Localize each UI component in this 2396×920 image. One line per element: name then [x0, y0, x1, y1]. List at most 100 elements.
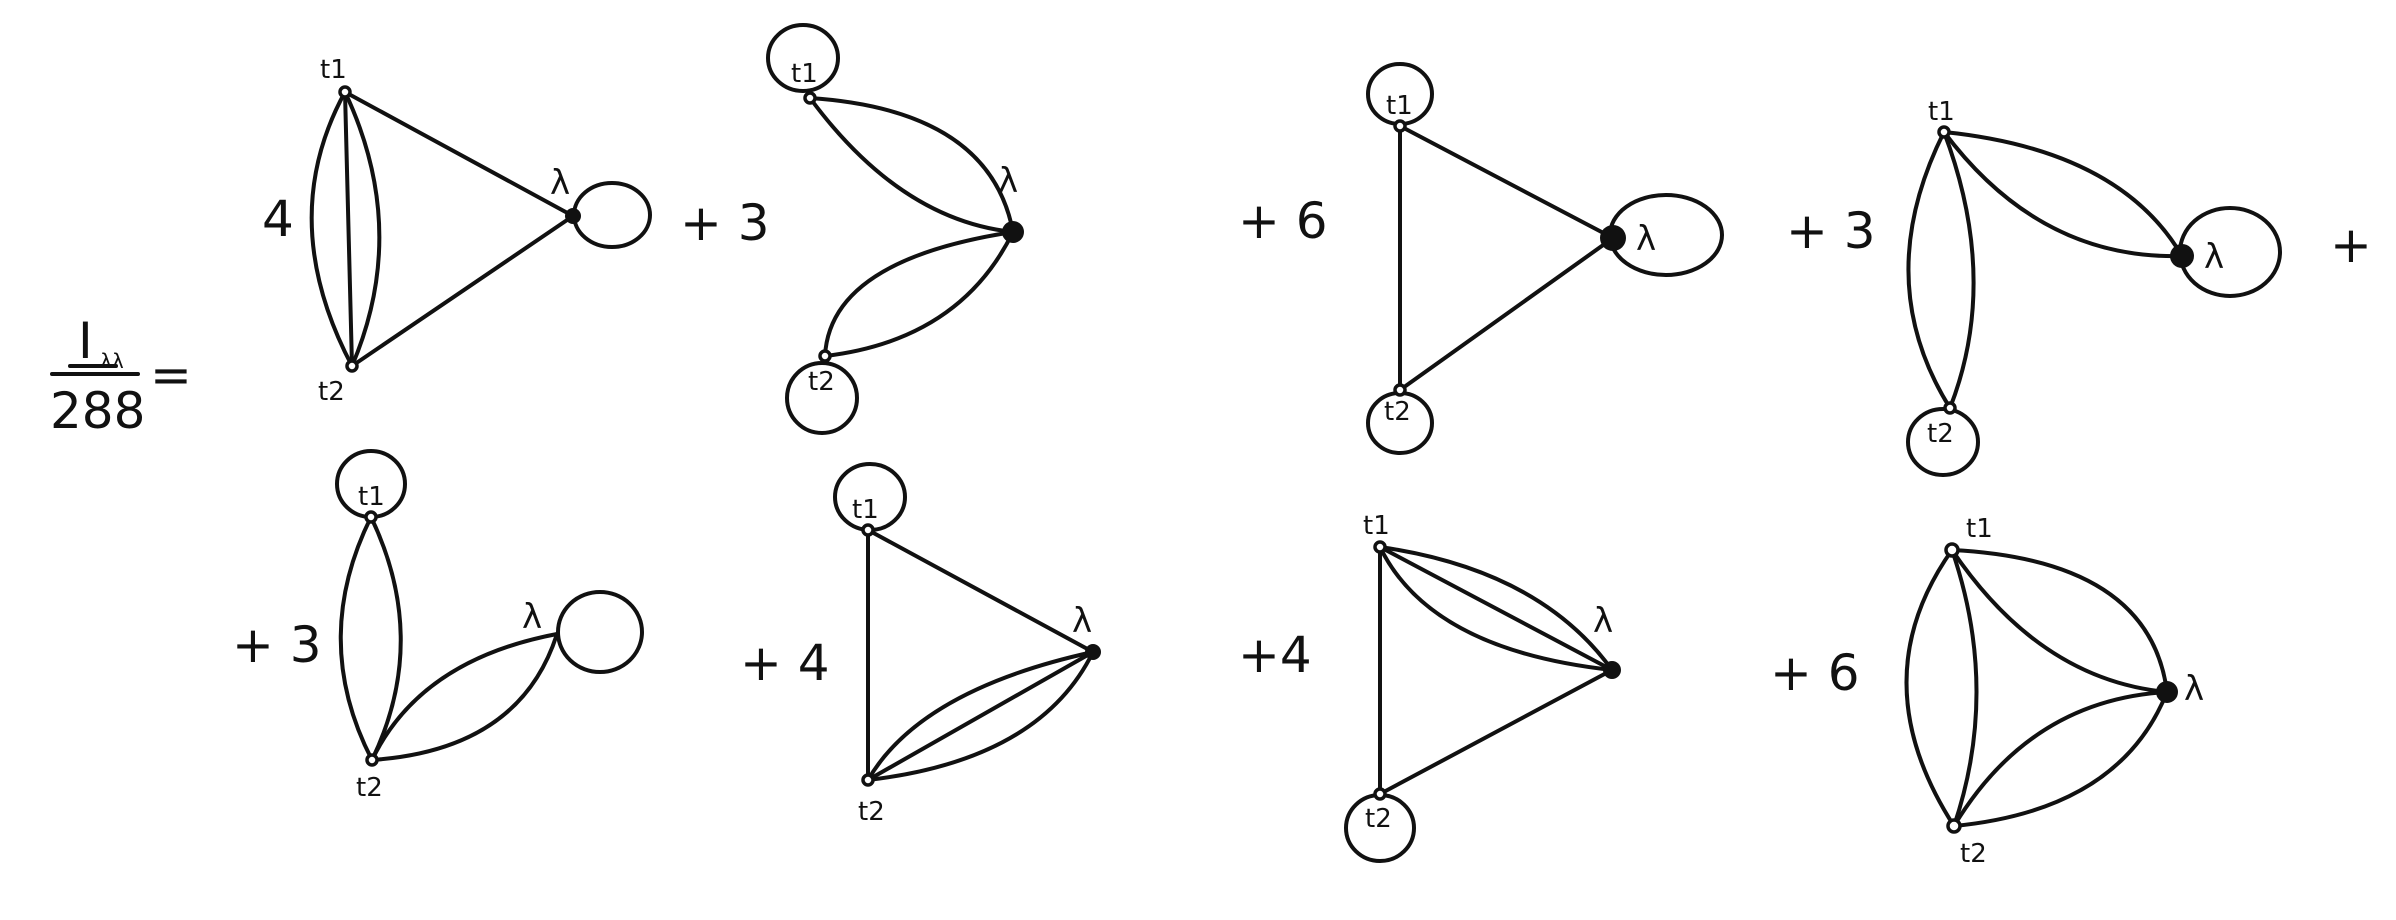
- external-point-t1: [803, 91, 817, 105]
- external-point-t1: [364, 510, 378, 524]
- label-t1: t1: [1966, 514, 1993, 544]
- label-lambda: λ: [2184, 669, 2204, 709]
- external-point-t1: [1373, 540, 1387, 554]
- label-t1: t1: [358, 482, 385, 512]
- external-point-t2: [1393, 383, 1407, 397]
- external-point-t2: [345, 359, 359, 373]
- label-t2: t2: [808, 367, 835, 397]
- propagator: [1950, 548, 1979, 828]
- propagator: [1378, 545, 1614, 672]
- propagator: [866, 650, 1095, 782]
- label-t1: t1: [791, 59, 818, 89]
- tadpole-loop-t1: [766, 23, 840, 93]
- label-t2: t2: [356, 773, 383, 803]
- label-t2: t2: [1960, 839, 1987, 869]
- coefficient-5: + 3: [232, 616, 322, 674]
- propagator: [866, 650, 1095, 782]
- propagator: [1398, 124, 1615, 240]
- tadpole-loop: [1608, 193, 1724, 277]
- external-point-t2: [861, 773, 875, 787]
- label-t2: t2: [1365, 804, 1392, 834]
- coefficient-7: +4: [1238, 626, 1312, 684]
- propagator: [866, 650, 1095, 782]
- equals-sign: =: [150, 346, 192, 404]
- label-t1: t1: [852, 495, 879, 525]
- diagram-3: + 6 t1 t2 λ: [1238, 62, 1724, 455]
- propagator: [1952, 690, 2169, 828]
- external-point-t1: [1393, 119, 1407, 133]
- lambda-vertex: [1002, 221, 1024, 243]
- coefficient-2: + 3: [680, 194, 770, 252]
- label-lambda: λ: [522, 597, 542, 637]
- label-t1: t1: [1386, 91, 1413, 121]
- propagator: [1950, 548, 2169, 694]
- propagator: [1378, 545, 1614, 672]
- propagator: [338, 515, 374, 762]
- tadpole-loop: [2178, 206, 2282, 298]
- diagram-2: + 3 t1 t2 λ: [680, 23, 1024, 435]
- coefficient-4: + 3: [1786, 202, 1876, 260]
- external-point-t2: [1373, 787, 1387, 801]
- label-t2: t2: [858, 797, 885, 827]
- lhs-subscript: λλ: [100, 349, 124, 373]
- lhs-denominator: 288: [50, 382, 145, 440]
- label-lambda: λ: [2204, 237, 2224, 277]
- label-lambda: λ: [550, 163, 570, 203]
- label-t2: t2: [1384, 397, 1411, 427]
- label-lambda: λ: [1636, 219, 1656, 259]
- coefficient-1: 4: [262, 190, 294, 248]
- tadpole-loop-t2: [1906, 407, 1980, 477]
- external-point-t1: [338, 85, 352, 99]
- tadpole-loop-t2: [785, 361, 859, 435]
- propagator: [1904, 548, 1956, 828]
- lambda-vertex: [565, 208, 581, 224]
- external-point-t1: [1944, 542, 1960, 558]
- propagator: [866, 528, 1095, 654]
- propagator: [1942, 130, 1976, 410]
- label-t2: t2: [1927, 419, 1954, 449]
- external-point-t2: [365, 753, 379, 767]
- propagator: [808, 96, 1015, 234]
- label-t2: t2: [318, 377, 345, 407]
- label-t1: t1: [320, 55, 347, 85]
- coefficient-6: + 4: [740, 634, 830, 692]
- diagram-8: + 6 t1 t2 λ: [1770, 514, 2204, 869]
- propagator: [1906, 130, 1952, 410]
- propagator: [808, 96, 1015, 234]
- external-point-t2: [1946, 818, 1962, 834]
- propagator: [1942, 130, 2184, 258]
- label-lambda: λ: [998, 161, 1018, 201]
- external-point-t1: [1937, 125, 1951, 139]
- label-t1: t1: [1363, 511, 1390, 541]
- trailing-plus: +: [2330, 216, 2372, 274]
- lambda-vertex: [2170, 244, 2194, 268]
- propagator: [1378, 545, 1614, 672]
- coefficient-3: + 6: [1238, 192, 1328, 250]
- lhs-symbol: I: [78, 312, 93, 370]
- propagator: [370, 632, 559, 762]
- propagator: [1942, 130, 2184, 259]
- tadpole-loop: [572, 181, 652, 249]
- diagram-6: + 4 t1 t2 λ: [740, 462, 1101, 827]
- external-point-t2: [818, 349, 832, 363]
- label-lambda: λ: [1593, 601, 1613, 641]
- diagram-4: + 3 t1 t2 λ: [1786, 97, 2282, 477]
- propagator: [1398, 236, 1615, 392]
- external-point-t2: [1943, 401, 1957, 415]
- propagator: [823, 230, 1015, 358]
- label-t1: t1: [1928, 97, 1955, 127]
- propagator: [1378, 668, 1614, 796]
- lambda-vertex: [1603, 661, 1621, 679]
- propagator: [823, 230, 1015, 358]
- label-lambda: λ: [1072, 601, 1092, 641]
- propagator: [343, 90, 382, 368]
- propagator: [370, 632, 559, 762]
- lhs-fraction: I λλ 288 =: [50, 312, 192, 440]
- lambda-vertex: [1085, 644, 1101, 660]
- lambda-vertex: [2156, 681, 2178, 703]
- coefficient-8: + 6: [1770, 644, 1860, 702]
- diagram-1: 4 t1 t2 λ: [262, 55, 652, 407]
- propagator: [309, 90, 354, 368]
